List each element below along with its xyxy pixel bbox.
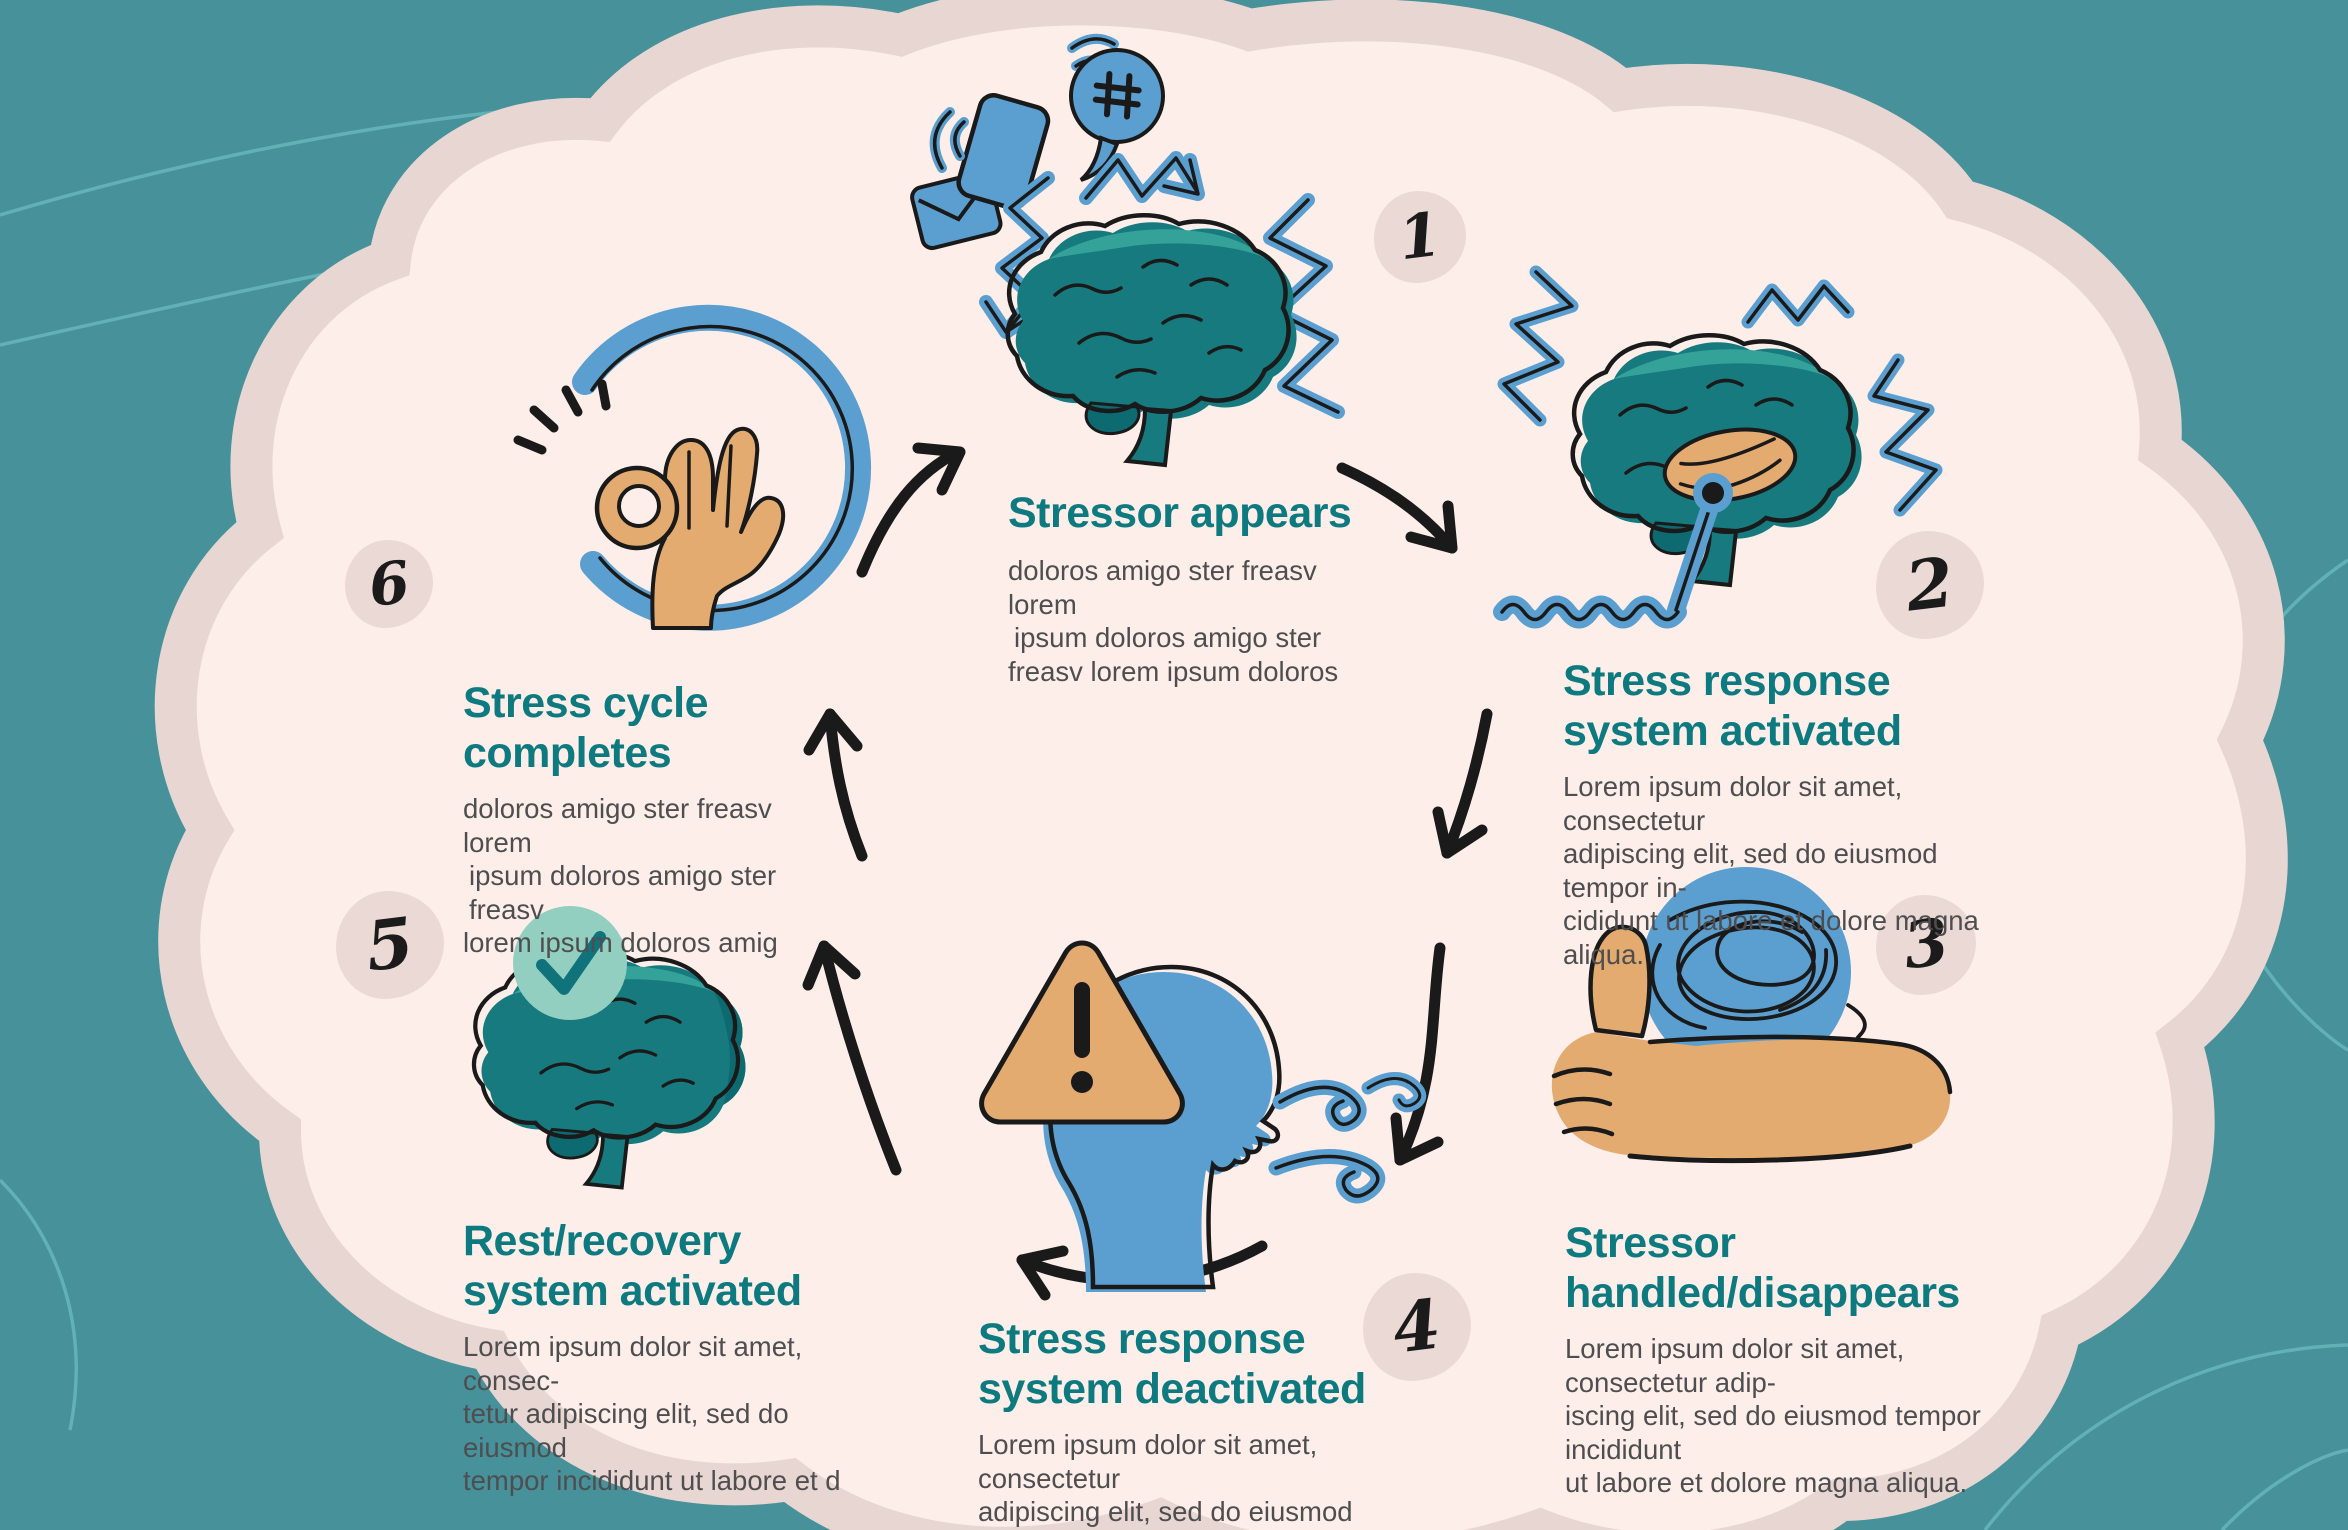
brain-amygdala-alarm-icon	[1493, 265, 1943, 629]
step-4-text: Stress response system deactivated Lorem…	[978, 1314, 1398, 1530]
step-title: Stressor handled/disappears	[1565, 1219, 1960, 1317]
step-5-text: Rest/recovery system activated Lorem ips…	[463, 1216, 863, 1498]
brain-checkmark-icon	[471, 906, 746, 1190]
flow-arrow-6-up	[803, 708, 868, 862]
phone-icon	[929, 33, 1119, 211]
step-title: Rest/recovery system activated	[463, 1217, 802, 1315]
brain-icon	[1005, 213, 1297, 468]
flow-arrow-5-to-6	[802, 940, 902, 1176]
number-badge-1: 1	[1374, 191, 1466, 283]
step-body: Lorem ipsum dolor sit amet, consectetur …	[978, 1429, 1353, 1530]
alarm-pendulum-icon	[1493, 473, 1733, 629]
zigzag-arrow-top-icon	[1079, 151, 1205, 205]
flow-arrow-2-to-3	[1432, 708, 1493, 859]
zigzag-icons	[1497, 265, 1943, 517]
warning-triangle-icon	[979, 940, 1185, 1125]
step-body: doloros amigo ster freasv lorem ipsum do…	[463, 793, 778, 958]
number-badge-2: 2	[1876, 531, 1984, 639]
step-title: Stress response system deactivated	[978, 1315, 1366, 1413]
thumbs-up-hand-icon	[1551, 924, 1953, 1164]
step-title: Stress response system activated	[1563, 657, 1902, 755]
number-badge-6: 6	[345, 540, 433, 628]
step-3-text: Stressor handled/disappears Lorem ipsum …	[1565, 1218, 2005, 1500]
exhaling-head-warning-icon	[979, 940, 1427, 1292]
step-title: Stress cycle completes	[463, 679, 709, 777]
step-body: Lorem ipsum dolor sit amet, consec- tetu…	[463, 1331, 841, 1496]
tangle-ball-icon	[1641, 867, 1912, 1077]
number-badge-5: 5	[336, 891, 444, 999]
thumbs-up-tangle-icon	[1551, 867, 1953, 1164]
ok-hand-shape	[594, 426, 786, 630]
step-title: Stressor appears	[1008, 489, 1352, 537]
stressed-brain-with-notifications-icon	[910, 33, 1345, 468]
step-body: Lorem ipsum dolor sit amet, consectetur …	[1563, 771, 1979, 970]
badge-number: 1	[1395, 199, 1445, 275]
badge-number: 5	[361, 902, 419, 988]
badge-number: 2	[1901, 542, 1959, 628]
step-body: doloros amigo ster freasv lorem ipsum do…	[1008, 555, 1339, 687]
ok-hand-icon	[513, 304, 872, 631]
step-2-text: Stress response system activated Lorem i…	[1563, 656, 1983, 971]
number-badge-4: 4	[1363, 1273, 1471, 1381]
flow-arrow-6-to-1	[856, 442, 966, 578]
step-1-text: Stressor appears doloros amigo ster frea…	[1008, 488, 1368, 688]
check-circle-icon	[513, 906, 627, 1020]
number-badge-3: 3	[1876, 895, 1976, 995]
step-6-text: Stress cycle completes doloros amigo ste…	[463, 678, 843, 960]
badge-number: 6	[364, 547, 414, 621]
breath-swirl-icon	[1268, 1072, 1427, 1204]
step-body: Lorem ipsum dolor sit amet, consectetur …	[1565, 1333, 1981, 1498]
hashtag-bubble-icon	[1069, 48, 1165, 182]
flow-arrow-3-to-4	[1390, 942, 1446, 1166]
flow-arrow-1-to-2	[1336, 462, 1458, 554]
emphasis-dashes-icon	[513, 379, 611, 455]
